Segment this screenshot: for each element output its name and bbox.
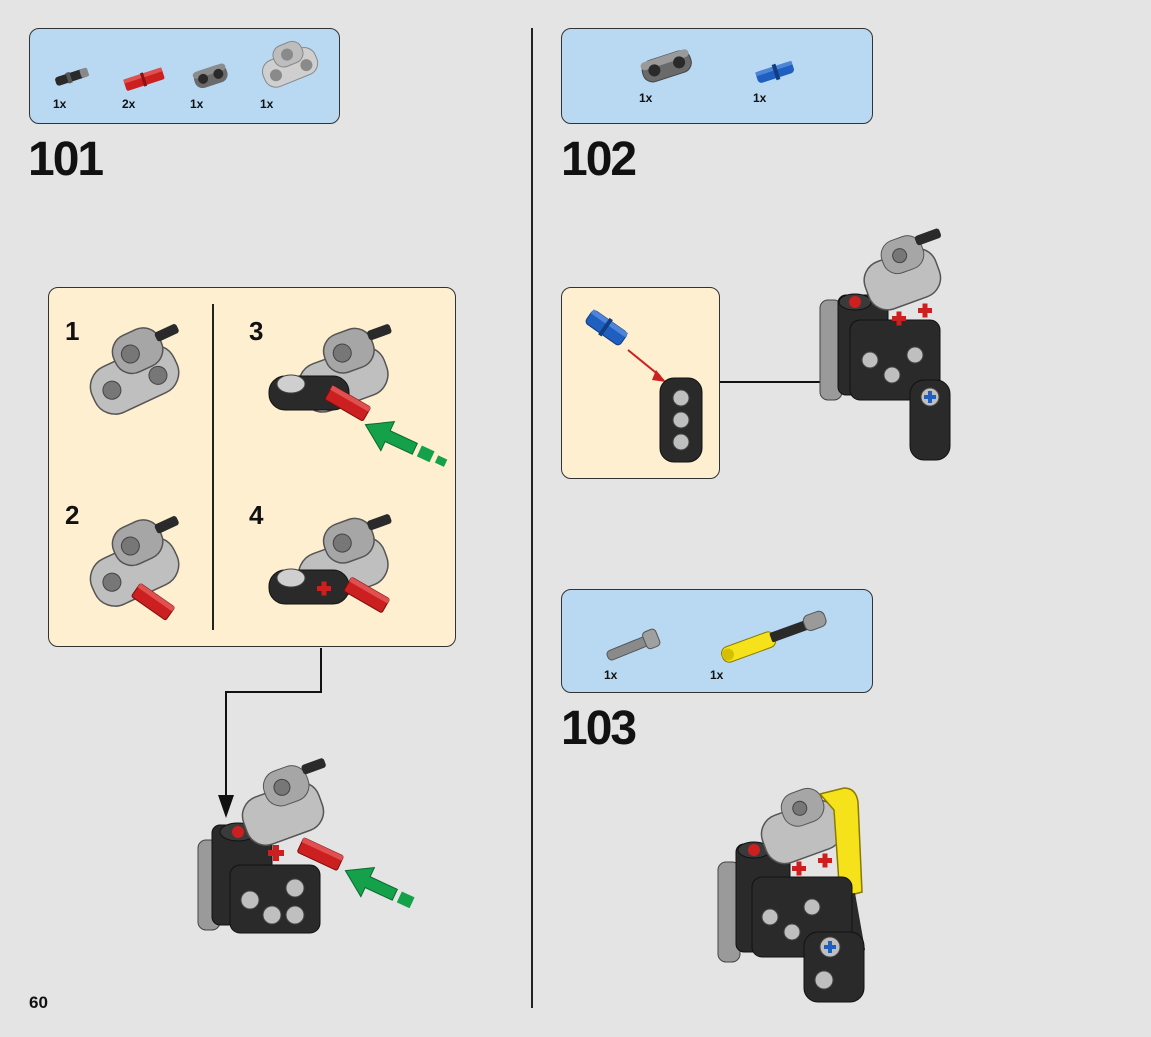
substep-number: 3	[249, 316, 264, 346]
green-arrow-icon	[344, 867, 415, 909]
step-number: 102	[561, 133, 637, 186]
part-qty: 1x	[639, 91, 653, 105]
page-column-divider	[531, 28, 533, 1008]
gray-connector-part-icon	[192, 63, 228, 89]
step-102-assembly-illustration	[819, 228, 951, 461]
step-101-parts-box: 1x 2x 1x 1x	[29, 28, 340, 124]
substep-divider	[212, 304, 214, 630]
step-102-parts-box: 1x 1x	[561, 28, 873, 124]
step-101-assembly-illustration	[197, 758, 415, 934]
substep-box: 1 2 3 4	[48, 287, 456, 647]
page-number: 60	[29, 993, 48, 1012]
substep-3-illustration	[268, 324, 448, 467]
red-axle-part-icon	[123, 67, 165, 91]
substep-box	[561, 287, 720, 479]
gray-connector-part-icon	[640, 49, 692, 83]
part-qty: 2x	[122, 97, 136, 111]
black-pin-part-icon	[55, 67, 89, 86]
part-qty: 1x	[53, 97, 67, 111]
part-qty: 1x	[260, 97, 274, 111]
light-gray-connector-part-icon	[261, 40, 319, 88]
step-103-parts-box: 1x 1x	[561, 589, 873, 693]
gray-pin-part-icon	[606, 628, 661, 661]
substep-4-illustration	[268, 514, 392, 613]
part-qty: 1x	[753, 91, 767, 105]
substep-illustration	[585, 309, 703, 463]
blue-pin-part-icon	[755, 60, 794, 83]
part-qty: 1x	[710, 668, 724, 682]
step-number: 103	[561, 702, 637, 755]
substep-number: 4	[249, 500, 264, 530]
part-qty: 1x	[190, 97, 204, 111]
yellow-shock-absorber-part-icon	[721, 610, 827, 663]
substep-1-illustration	[89, 324, 180, 415]
substep-2-illustration	[89, 516, 180, 621]
green-arrow-icon	[364, 421, 448, 467]
part-qty: 1x	[604, 668, 618, 682]
substep-number: 2	[65, 500, 80, 530]
step-103-assembly-illustration	[717, 787, 866, 1003]
substep-number: 1	[65, 316, 80, 346]
step-number: 101	[28, 133, 104, 186]
